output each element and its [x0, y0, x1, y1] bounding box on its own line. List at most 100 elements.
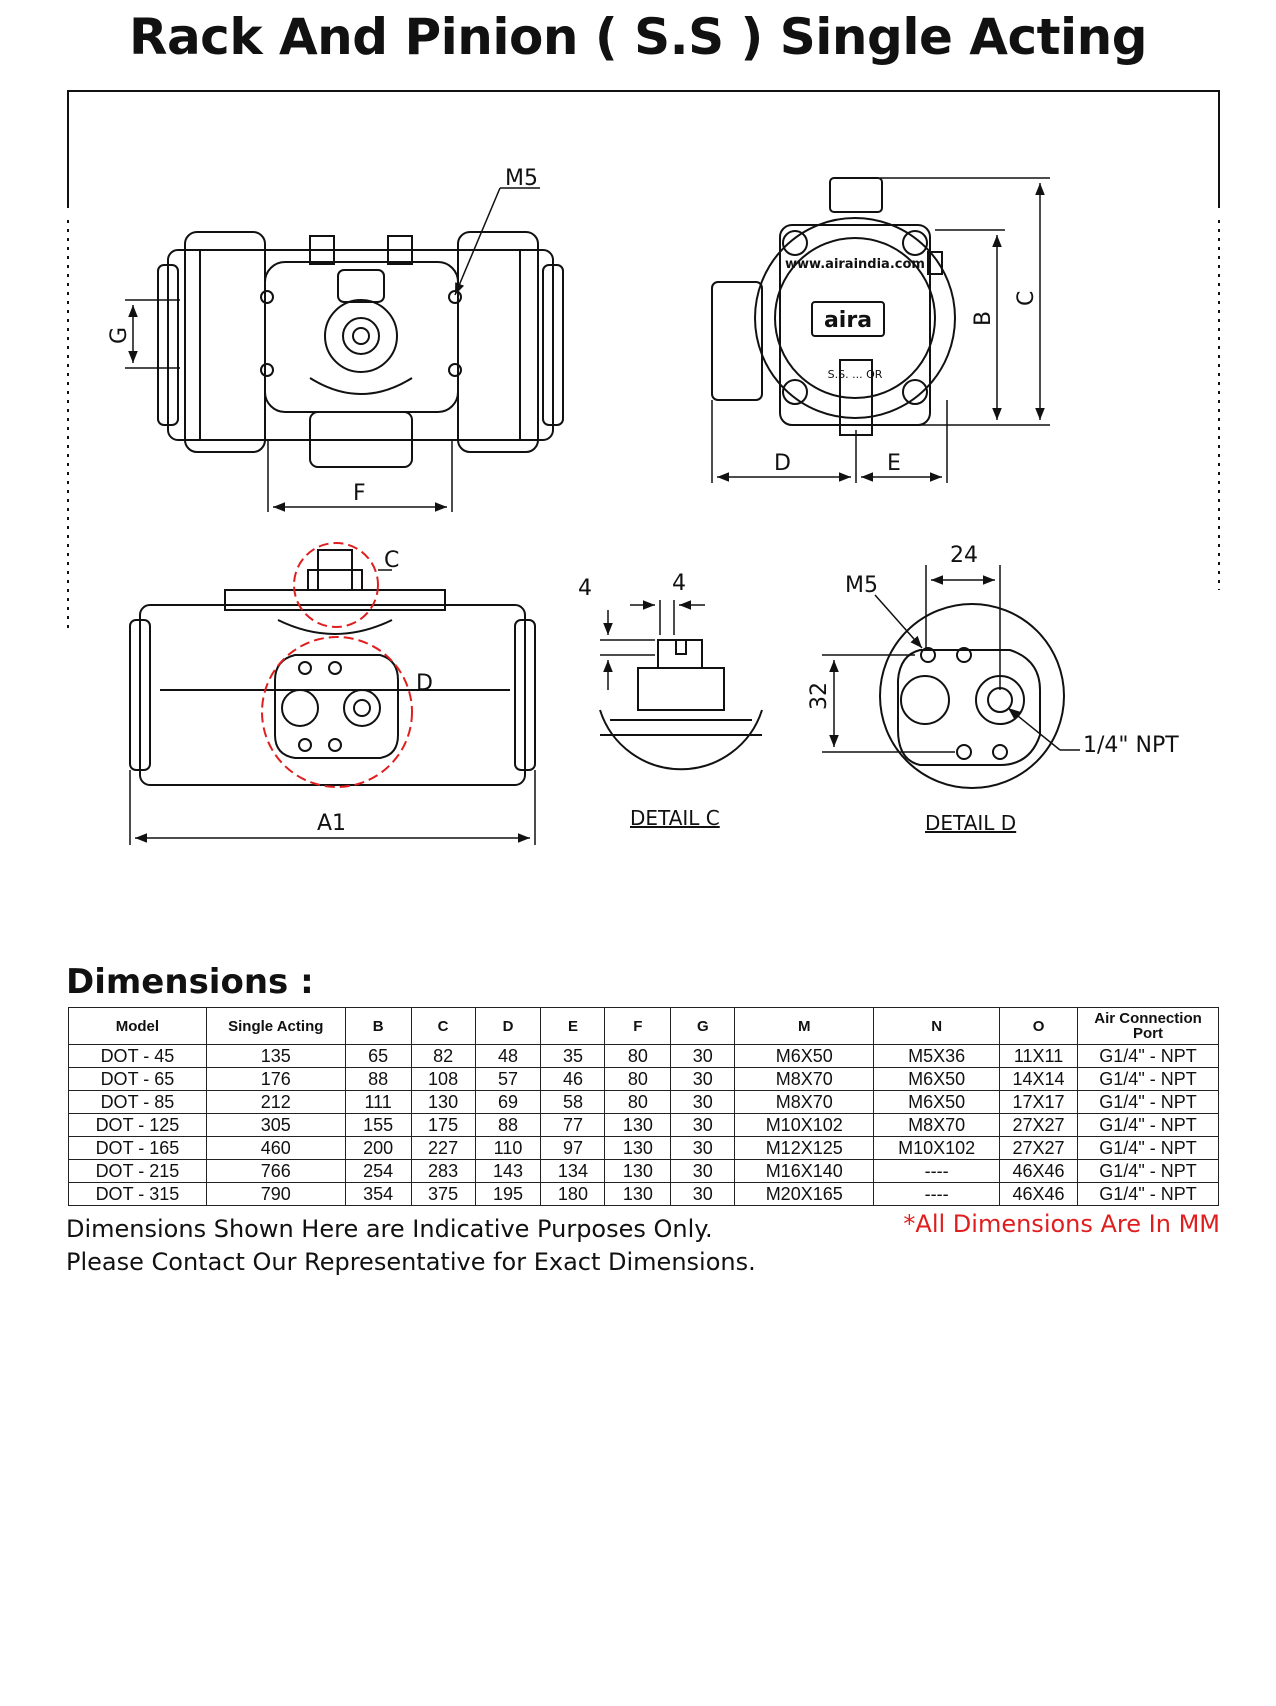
th-m: M: [734, 1007, 875, 1045]
front-view: [157, 231, 564, 468]
table-cell: 130: [410, 1090, 476, 1114]
table-cell: 69: [474, 1090, 542, 1114]
th-b: B: [344, 1007, 412, 1045]
table-cell: G1/4" - NPT: [1077, 1159, 1219, 1183]
table-cell: M16X140: [734, 1159, 875, 1183]
detail-c: [599, 639, 763, 771]
label-e-dim: E: [887, 451, 901, 476]
table-cell: 130: [604, 1113, 672, 1137]
table-cell: 14X14: [999, 1067, 1079, 1091]
th-e: E: [540, 1007, 606, 1045]
bottom-view-dims: [129, 569, 536, 845]
table-cell: 134: [540, 1159, 606, 1183]
detail-d: [879, 603, 1065, 789]
table-cell: 46X46: [999, 1159, 1079, 1183]
table-cell: 97: [540, 1136, 606, 1160]
table-cell: 80: [604, 1067, 672, 1091]
table-cell: 354: [344, 1182, 412, 1206]
table-cell: 82: [410, 1044, 476, 1068]
technical-drawing: M5 G F www.airaindia.com aira S.S. ... O…: [67, 90, 1220, 845]
th-o: O: [999, 1007, 1079, 1045]
table-cell: M10X102: [734, 1113, 875, 1137]
label-b: B: [971, 311, 996, 326]
table-cell: 30: [670, 1159, 736, 1183]
th-model: Model: [68, 1007, 207, 1045]
logo-bottom-text: S.S. ... OR: [828, 368, 883, 381]
table-cell: 46X46: [999, 1182, 1079, 1206]
th-single-acting: Single Acting: [205, 1007, 346, 1045]
table-cell: 30: [670, 1113, 736, 1137]
detail-d-dims: [822, 565, 1080, 753]
table-header-row: Model Single Acting B C D E F G M N O Ai…: [68, 1007, 1219, 1045]
table-cell: M5X36: [873, 1044, 1001, 1068]
note-contact: Please Contact Our Representative for Ex…: [66, 1248, 756, 1276]
table-cell: 35: [540, 1044, 606, 1068]
label-g: G: [107, 327, 132, 344]
side-view: [711, 177, 956, 436]
label-detail-c-4a: 4: [578, 576, 592, 601]
table-cell: 80: [604, 1044, 672, 1068]
dimensions-heading: Dimensions :: [66, 962, 314, 1002]
label-m5-top: M5: [505, 166, 538, 191]
table-cell: M8X70: [734, 1067, 875, 1091]
table-cell: 305: [205, 1113, 346, 1137]
table-cell: DOT - 65: [68, 1067, 207, 1091]
label-d-dim: D: [774, 451, 791, 476]
table-cell: 88: [344, 1067, 412, 1091]
table-cell: 27X27: [999, 1136, 1079, 1160]
note-indicative: Dimensions Shown Here are Indicative Pur…: [66, 1215, 713, 1243]
table-cell: 65: [344, 1044, 412, 1068]
table-cell: 180: [540, 1182, 606, 1206]
table-cell: G1/4" - NPT: [1077, 1090, 1219, 1114]
note-units: *All Dimensions Are In MM: [903, 1210, 1220, 1238]
table-cell: 155: [344, 1113, 412, 1137]
table-cell: 111: [344, 1090, 412, 1114]
label-c-dim: C: [1014, 291, 1039, 306]
table-cell: 48: [474, 1044, 542, 1068]
side-view-dims: [711, 177, 1050, 483]
table-cell: DOT - 125: [68, 1113, 207, 1137]
label-detail-d-npt: 1/4" NPT: [1083, 733, 1179, 758]
table-cell: M8X70: [873, 1113, 1001, 1137]
table-cell: 254: [344, 1159, 412, 1183]
th-c: C: [410, 1007, 476, 1045]
th-n: N: [873, 1007, 1001, 1045]
table-cell: G1/4" - NPT: [1077, 1182, 1219, 1206]
table-cell: 30: [670, 1067, 736, 1091]
label-detail-d-24: 24: [950, 543, 978, 568]
table-cell: G1/4" - NPT: [1077, 1136, 1219, 1160]
table-cell: 176: [205, 1067, 346, 1091]
table-cell: 130: [604, 1159, 672, 1183]
th-f: F: [604, 1007, 672, 1045]
th-g: G: [670, 1007, 736, 1045]
label-c-callout: C: [384, 548, 399, 573]
table-cell: 88: [474, 1113, 542, 1137]
detail-c-dims: [600, 600, 705, 690]
table-cell: 375: [410, 1182, 476, 1206]
table-cell: 30: [670, 1136, 736, 1160]
table-cell: ----: [873, 1182, 1001, 1206]
table-cell: 17X17: [999, 1090, 1079, 1114]
table-cell: 195: [474, 1182, 542, 1206]
table-cell: 46: [540, 1067, 606, 1091]
label-f: F: [353, 481, 366, 506]
table-cell: 283: [410, 1159, 476, 1183]
table-cell: 30: [670, 1090, 736, 1114]
table-cell: M6X50: [873, 1067, 1001, 1091]
table-cell: 766: [205, 1159, 346, 1183]
table-cell: 212: [205, 1090, 346, 1114]
table-cell: 108: [410, 1067, 476, 1091]
table-cell: DOT - 165: [68, 1136, 207, 1160]
table-cell: G1/4" - NPT: [1077, 1044, 1219, 1068]
label-detail-c: DETAIL C: [630, 806, 720, 830]
label-detail-d-32: 32: [807, 682, 832, 710]
table-cell: 11X11: [999, 1044, 1079, 1068]
th-air-port: Air Connection Port: [1077, 1007, 1219, 1045]
table-cell: G1/4" - NPT: [1077, 1113, 1219, 1137]
